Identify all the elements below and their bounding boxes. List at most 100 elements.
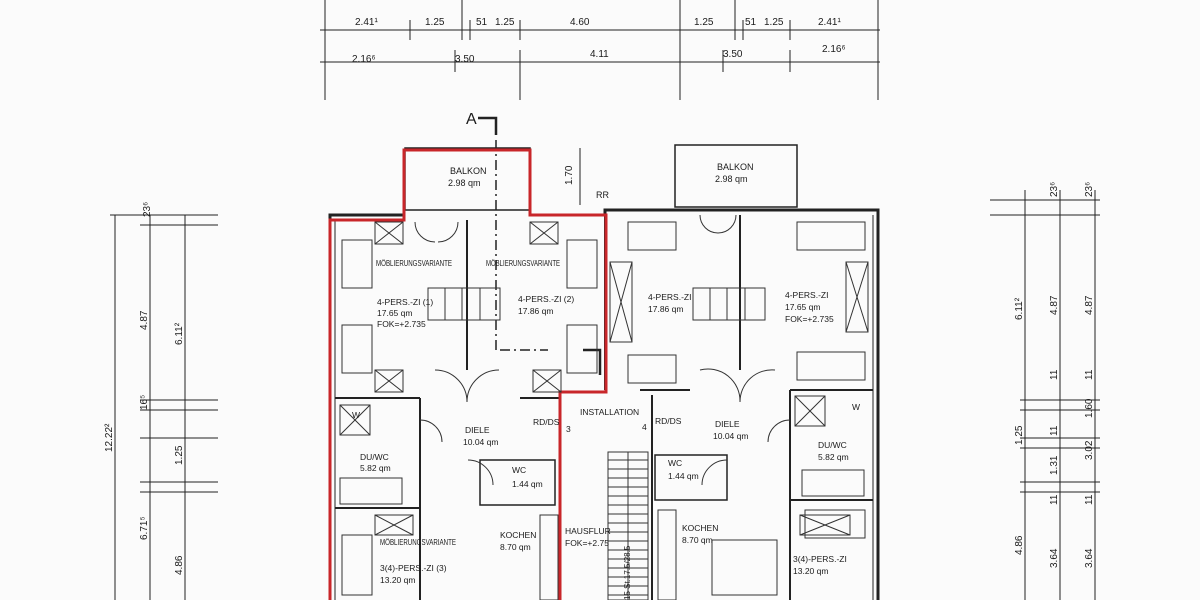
furniture (339, 221, 869, 600)
wc-right-area: 1.44 qm (668, 471, 699, 481)
hausflur-fok: FOK=+2.75 (565, 538, 609, 548)
room5-name: 3(4)-PERS.-ZI (3) (380, 563, 447, 573)
staircase (607, 451, 649, 600)
room3-name: 4-PERS.-ZI (648, 292, 691, 302)
right-dim-top2: 23⁶ (1084, 182, 1095, 197)
right-dim-a: 6.11² (1014, 297, 1025, 320)
balcony-dimension: 1.70 RR (564, 148, 609, 205)
w-label-left: W (352, 410, 360, 420)
kochen-left-area: 8.70 qm (500, 542, 531, 552)
left-dimension-chain (110, 214, 218, 600)
dim-top-row2-2: 3.50 (455, 54, 475, 65)
room1-name: 4-PERS.-ZI (1) (377, 297, 433, 307)
w-label-right: W (852, 402, 860, 412)
right-dim-j: 1.31 (1049, 455, 1060, 475)
kochen-left-name: KOCHEN (500, 530, 536, 540)
top-dimension-chains (320, 0, 880, 100)
rdds-left: RD/DS (533, 417, 560, 427)
left-dim-c: 16⁵ (139, 395, 150, 410)
furnishing-variant-2: MÖBLIERUNGSVARIANTE (486, 258, 560, 268)
left-dim-e: 6.71⁵ (139, 516, 150, 540)
room3-area: 17.86 qm (648, 304, 683, 314)
right-dim-k: 11 (1049, 494, 1060, 505)
diele-right-name: DIELE (715, 419, 740, 429)
diele-left-name: DIELE (465, 425, 490, 435)
furnishing-variant-1: MÖBLIERUNGSVARIANTE (376, 258, 452, 268)
right-dim-l: 11 (1084, 494, 1095, 505)
dim-top-2: 1.25 (425, 17, 445, 28)
duwc-right-area: 5.82 qm (818, 452, 849, 462)
dim-top-4: 1.25 (495, 17, 515, 28)
right-dim-d: 11 (1049, 369, 1060, 380)
dim-top-row2-5: 2.16⁶ (822, 44, 846, 55)
highlighted-apartment-outline (328, 148, 608, 600)
installation-label: INSTALLATION (580, 407, 639, 417)
diele-right-area: 10.04 qm (713, 431, 748, 441)
dim-top-row2-1: 2.16⁶ (352, 54, 376, 65)
section-marker-label: A (466, 111, 477, 128)
top-dimension-labels: 2.41¹ 1.25 51 1.25 4.60 1.25 51 1.25 2.4… (352, 17, 846, 65)
rr-label: RR (596, 190, 609, 200)
dim-top-5: 4.60 (570, 17, 590, 28)
room4-fok: FOK=+2.735 (785, 314, 834, 324)
diele-left-area: 10.04 qm (463, 437, 498, 447)
right-dim-top1: 23⁶ (1049, 182, 1060, 197)
right-dim-m: 4.86 (1014, 535, 1025, 555)
left-dim-d: 1.25 (174, 445, 185, 465)
right-dim-n: 3.64 (1049, 548, 1060, 568)
right-dim-i: 3.02 (1084, 440, 1095, 460)
room6-name: 3(4)-PERS.-ZI (793, 554, 847, 564)
right-dim-o: 3.64 (1084, 548, 1095, 568)
right-dim-f: 1.25 (1014, 425, 1025, 445)
door-swings (414, 214, 791, 486)
unit-number-3: 3 (566, 424, 571, 434)
left-dim-f: 4.86 (174, 555, 185, 575)
wc-left-name: WC (512, 465, 526, 475)
wc-left-area: 1.44 qm (512, 479, 543, 489)
room2-name: 4-PERS.-ZI (2) (518, 294, 574, 304)
stair-text: 15 St.17.5/28.5 (623, 545, 632, 600)
room-labels: MÖBLIERUNGSVARIANTE MÖBLIERUNGSVARIANTE … (352, 258, 860, 600)
section-marker: A (466, 111, 602, 375)
right-dim-b: 4.87 (1049, 295, 1060, 315)
right-dim-e: 11 (1084, 369, 1095, 380)
right-dim-c: 4.87 (1084, 295, 1095, 315)
room4-area: 17.65 qm (785, 302, 820, 312)
right-dim-g: 11 (1049, 425, 1060, 436)
dim-top-7: 51 (745, 17, 757, 28)
duwc-right-name: DU/WC (818, 440, 847, 450)
left-dim-total: 12.22² (104, 423, 115, 452)
dim-top-row2-4: 3.50 (723, 49, 743, 60)
unit-number-4: 4 (642, 422, 647, 432)
left-dimension-labels: 23⁶ 4.87 6.11² 16⁵ 12.22² 1.25 6.71⁵ 4.8… (104, 202, 185, 575)
dim-top-row2-3: 4.11 (590, 49, 609, 60)
balcony-right: BALKON 2.98 qm (674, 144, 798, 208)
duwc-left-name: DU/WC (360, 452, 389, 462)
dim-top-9: 2.41¹ (818, 17, 841, 28)
left-dim-a: 4.87 (139, 310, 150, 330)
room2-area: 17.86 qm (518, 306, 553, 316)
room6-area: 13.20 qm (793, 566, 828, 576)
room4-name: 4-PERS.-ZI (785, 290, 828, 300)
balcony-left: BALKON 2.98 qm (404, 147, 531, 211)
dim-top-3: 51 (476, 17, 488, 28)
balcony-right-name: BALKON (717, 162, 754, 172)
duwc-left-area: 5.82 qm (360, 463, 391, 473)
right-dimension-chain (990, 190, 1100, 600)
room5-area: 13.20 qm (380, 575, 415, 585)
wc-right-name: WC (668, 458, 682, 468)
room1-area: 17.65 qm (377, 308, 412, 318)
dim-top-8: 1.25 (764, 17, 784, 28)
rdds-right: RD/DS (655, 416, 682, 426)
furnishing-variant-3: MÖBLIERUNGSVARIANTE (380, 537, 456, 547)
hausflur-name: HAUSFLUR (565, 526, 611, 536)
balcony-left-area: 2.98 qm (448, 178, 481, 188)
right-dim-h: 1.60 (1084, 398, 1095, 418)
balcony-left-name: BALKON (450, 166, 487, 176)
dim-top-6: 1.25 (694, 17, 714, 28)
dim-top-1: 2.41¹ (355, 17, 378, 28)
right-dimension-labels: 23⁶ 23⁶ 6.11² 4.87 4.87 11 11 1.25 11 1.… (1014, 182, 1095, 568)
kochen-right-name: KOCHEN (682, 523, 718, 533)
balcony-right-area: 2.98 qm (715, 174, 748, 184)
